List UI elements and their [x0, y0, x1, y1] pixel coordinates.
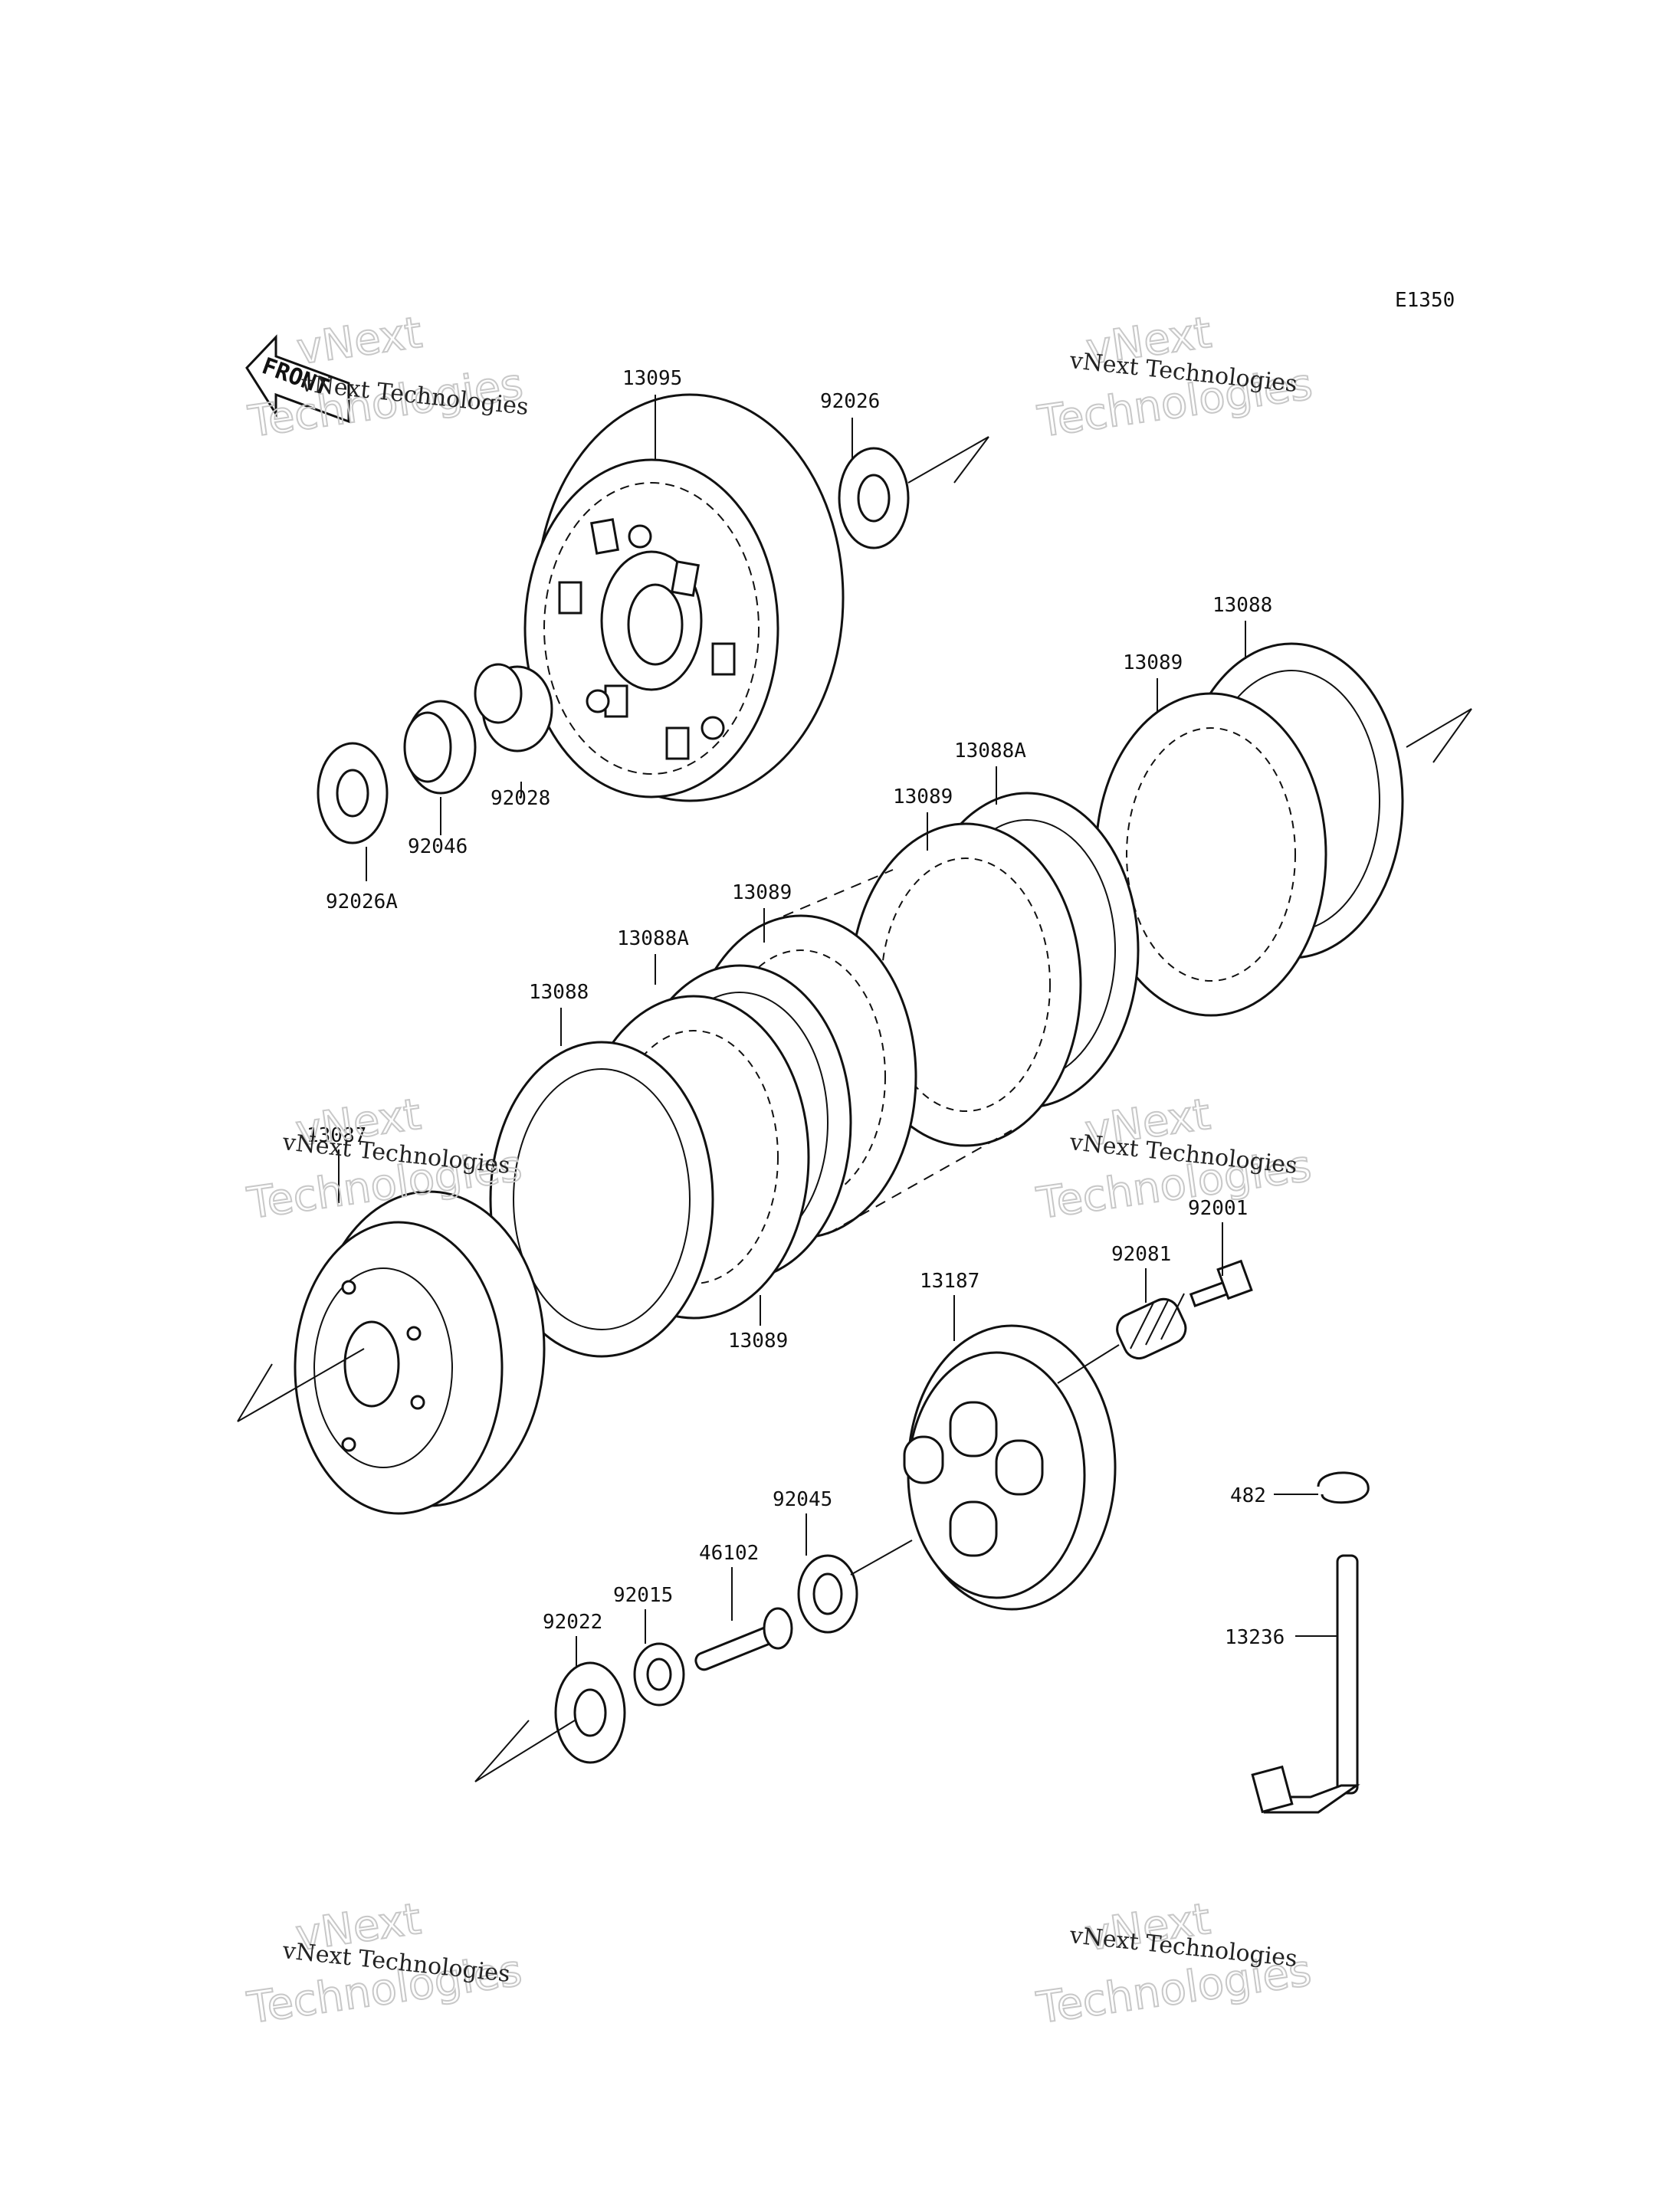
- label-13088A-mid: 13088A: [954, 739, 1026, 762]
- clutch-hub-13087: [294, 1190, 546, 1515]
- label-92001: 92001: [1188, 1197, 1248, 1220]
- pressure-plate-13187: [903, 1324, 1117, 1611]
- label-92026A: 92026A: [326, 890, 398, 913]
- bolt-92001: [1189, 1259, 1253, 1307]
- label-13095: 13095: [622, 367, 682, 390]
- label-92081: 92081: [1111, 1243, 1171, 1266]
- label-13236: 13236: [1225, 1626, 1285, 1649]
- circlip-482: [1317, 1471, 1370, 1504]
- label-13187: 13187: [920, 1270, 979, 1293]
- needle-bearing-92046: [403, 700, 477, 795]
- lever-13236: [1251, 1554, 1360, 1814]
- label-92046: 92046: [408, 835, 468, 858]
- label-13089-bottom: 13089: [728, 1330, 788, 1353]
- bearing-92045: [797, 1554, 858, 1634]
- washer-92026: [838, 447, 910, 549]
- label-13089-top: 13089: [1123, 651, 1183, 674]
- spring-92081: [1116, 1293, 1187, 1360]
- label-13088-top: 13088: [1212, 594, 1272, 617]
- sleeve-92028: [474, 663, 553, 753]
- label-13089-upper: 13089: [732, 881, 792, 904]
- label-92022: 92022: [543, 1611, 602, 1634]
- label-13088A-left: 13088A: [617, 927, 689, 950]
- label-482: 482: [1230, 1484, 1266, 1507]
- label-92015: 92015: [613, 1584, 673, 1607]
- label-92045: 92045: [773, 1488, 832, 1511]
- clutch-housing-13095: [523, 393, 845, 802]
- plate-13088-left: [489, 1041, 714, 1358]
- washer-92026A: [317, 742, 389, 844]
- label-13087: 13087: [307, 1124, 366, 1147]
- label-13088-left: 13088: [529, 981, 589, 1004]
- pin-46102: [694, 1607, 793, 1671]
- label-46102: 46102: [699, 1542, 759, 1565]
- label-92026: 92026: [820, 390, 880, 413]
- label-13089-mid: 13089: [893, 785, 953, 808]
- washer-92022: [554, 1661, 626, 1764]
- watermark-vnext: vNext: [294, 308, 425, 375]
- label-92028: 92028: [491, 787, 550, 810]
- nut-92015: [633, 1642, 685, 1707]
- diagram-code: E1350: [1395, 289, 1455, 312]
